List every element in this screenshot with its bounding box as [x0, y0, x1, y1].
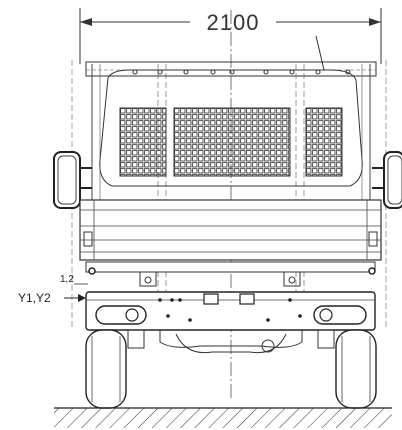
mesh-panel-left — [119, 107, 167, 177]
mesh-panel-center — [173, 107, 291, 177]
brackets — [139, 272, 301, 287]
plate-light-left — [203, 293, 219, 305]
axis-label: Y1,Y2 — [18, 291, 51, 305]
cab-outline — [71, 60, 387, 330]
dimension-arrow-left — [80, 18, 92, 26]
mirror-left — [53, 151, 92, 209]
tailgate — [79, 199, 382, 261]
ground-line — [54, 407, 392, 428]
rear-axle — [127, 329, 335, 354]
annotation-axis: Y1,Y2 — [18, 291, 86, 305]
callout-leader — [315, 35, 325, 71]
point-label: 1,2 — [60, 274, 74, 285]
wheel-right — [335, 329, 377, 409]
width-dimension-value: 2100 — [207, 10, 260, 35]
headboard-frame — [85, 61, 377, 77]
dimension-arrow-right — [369, 18, 381, 26]
rear-bumper — [85, 291, 376, 331]
ground-hatch — [54, 408, 392, 428]
tail-light-right — [313, 305, 367, 325]
annotation-point: 1,2 — [60, 274, 88, 285]
tail-light-left — [95, 305, 147, 325]
bumper-bar — [85, 291, 376, 331]
plate-light-right — [239, 293, 255, 305]
sub-frame — [85, 261, 376, 273]
wheel-left — [85, 329, 127, 409]
width-dimension: 2100 — [79, 8, 382, 64]
mesh-panel-right — [305, 107, 343, 177]
tailgate-panel — [79, 199, 382, 261]
mirror-right — [372, 151, 402, 209]
